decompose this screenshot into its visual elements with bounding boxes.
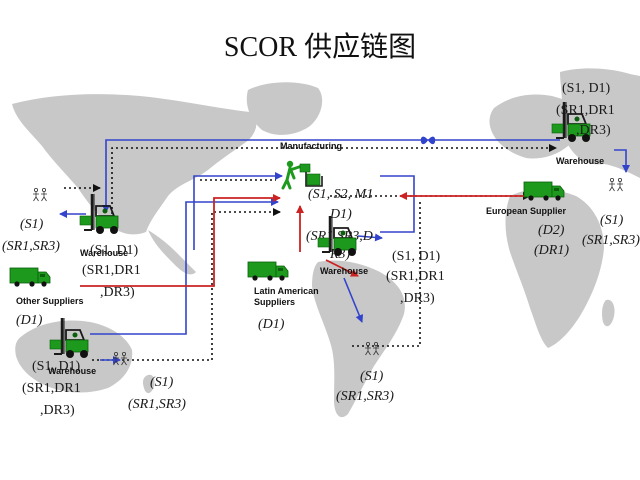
flow-sa-to-customer <box>343 277 364 323</box>
truck-icon <box>523 181 565 202</box>
info-flow-aus <box>92 208 281 361</box>
customer-na-node: (S1) (SR1,SR3) <box>2 187 60 254</box>
warehouse-europe-code-3: ,DR3) <box>576 123 611 138</box>
material-flows <box>59 139 630 364</box>
worker-icon <box>281 160 323 190</box>
other-suppliers-label: Other Suppliers <box>16 296 84 306</box>
manufacturing-code-1: (S1, S2, M1 <box>308 187 373 202</box>
warehouse-aus-node: Warehouse (S1, D1) (SR1,DR1 ,DR3) <box>22 316 96 418</box>
customer-aus-code-2: (SR1,SR3) <box>128 397 186 412</box>
warehouse-europe-code-1: (S1, D1) <box>562 81 611 96</box>
latin-suppliers-code: (D1) <box>258 317 285 332</box>
flow-europe-to-mfg-top <box>102 139 560 213</box>
page-title: SCOR 供应链图 <box>224 31 416 63</box>
flow-mfg-down-sa <box>357 233 383 242</box>
warehouse-na-code-1: (S1, D1) <box>90 243 139 258</box>
butterfly-icon <box>420 136 436 145</box>
customer-europe-code-1: (S1) <box>600 213 624 228</box>
other-suppliers-node: Other Suppliers (D1) <box>9 267 84 328</box>
warehouse-na-code-3: ,DR3) <box>100 285 135 300</box>
latin-american-suppliers-node: Latin American Suppliers (D1) <box>247 261 319 332</box>
warehouse-aus-code-2: (SR1,DR1 <box>22 381 81 396</box>
manufacturing-code-2: D1) <box>329 207 352 222</box>
flow-europe-wh-to-customer <box>614 149 630 173</box>
european-supplier-code-1: (D2) <box>538 223 565 238</box>
customer-icon <box>32 187 40 202</box>
other-suppliers-code: (D1) <box>16 313 43 328</box>
european-supplier-code-2: (DR1) <box>534 243 569 258</box>
warehouse-sa-code-3: ,DR3) <box>400 291 435 306</box>
return-mfg-to-sa <box>325 259 359 277</box>
flow-other-to-mfg <box>193 172 283 250</box>
latin-suppliers-label-1: Latin American <box>254 286 319 296</box>
warehouse-na-label: Warehouse <box>80 248 128 258</box>
warehouse-na-code-2: (SR1,DR1 <box>82 263 141 278</box>
warehouse-sa-code-1: (S1, D1) <box>392 249 441 264</box>
customer-sa-node: (S1) (SR1,SR3) <box>336 341 394 404</box>
warehouse-aus-code-1: (S1, D1) <box>32 359 81 374</box>
info-flow-top <box>111 144 557 214</box>
european-supplier-label: European Supplier <box>486 206 567 216</box>
truck-icon <box>9 267 51 288</box>
customer-aus-node: (S1) (SR1,SR3) <box>112 351 186 412</box>
european-supplier-node: European Supplier (D2) (DR1) <box>486 181 569 258</box>
warehouse-aus-code-3: ,DR3) <box>40 403 75 418</box>
customer-aus-code-1: (S1) <box>150 375 174 390</box>
warehouse-sa-code-2: (SR1,DR1 <box>386 269 445 284</box>
customer-sa-code-1: (S1) <box>360 369 384 384</box>
truck-icon <box>247 261 289 282</box>
latin-suppliers-label-2: Suppliers <box>254 297 295 307</box>
customer-na-code-2: (SR1,SR3) <box>2 239 60 254</box>
warehouse-sa-node: Warehouse (S1, D1) (SR1,DR1 ,DR3) <box>316 214 445 306</box>
return-flows <box>80 192 524 287</box>
return-other-suppliers-to-mfg <box>80 194 281 287</box>
customer-icon <box>616 177 624 192</box>
world-map <box>12 68 640 418</box>
customer-sa-code-2: (SR1,SR3) <box>336 389 394 404</box>
warehouse-europe-node: (S1, D1) (SR1,DR1 ,DR3) Warehouse <box>550 81 615 166</box>
warehouse-europe-code-2: (SR1,DR1 <box>556 103 615 118</box>
customer-icon <box>40 187 48 202</box>
customer-europe-node: (S1) (SR1,SR3) <box>582 177 640 248</box>
customer-europe-code-2: (SR1,SR3) <box>582 233 640 248</box>
manufacturing-label: Manufacturing <box>280 141 342 151</box>
warehouse-aus-label: Warehouse <box>48 366 96 376</box>
customer-icon <box>608 177 616 192</box>
flow-aus-to-mfg <box>90 198 279 335</box>
warehouse-na-node: Warehouse (S1, D1) (SR1,DR1 ,DR3) <box>78 192 141 300</box>
warehouse-europe-label: Warehouse <box>556 156 604 166</box>
warehouse-sa-label: Warehouse <box>320 266 368 276</box>
customer-na-code-1: (S1) <box>20 217 44 232</box>
flow-mfg-to-europe-wh <box>380 175 415 233</box>
